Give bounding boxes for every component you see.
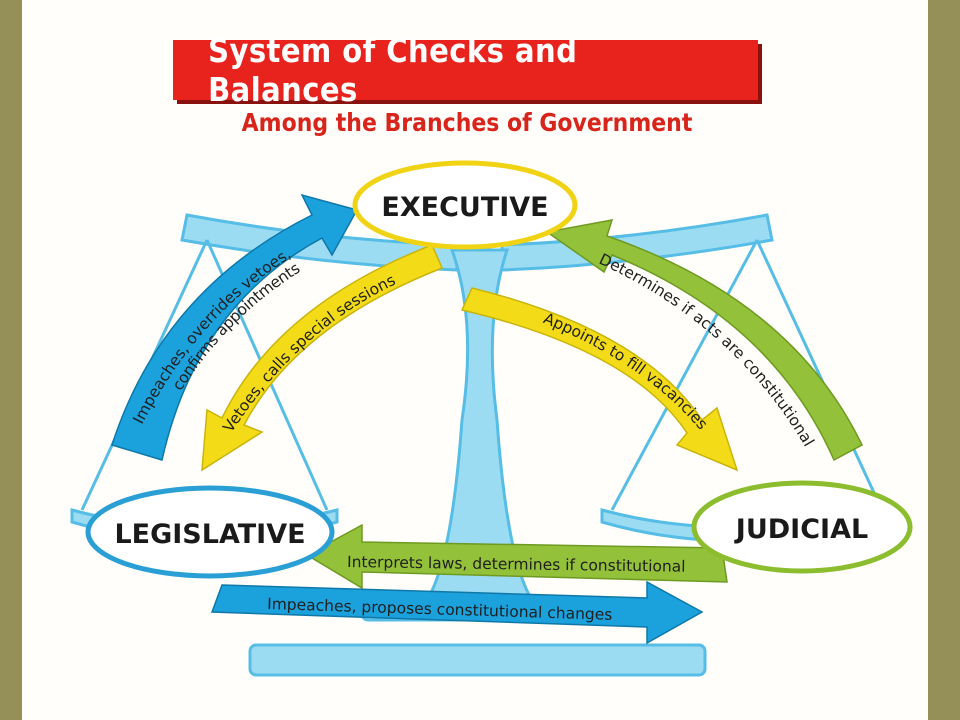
arrow-exec-to-leg [201,244,443,472]
node-executive: EXECUTIVE [352,160,578,250]
arrow-leg-to-exec [111,193,359,461]
node-legislative: LEGISLATIVE [85,485,335,579]
diagram-title: System of Checks and Balances [208,31,578,109]
legislative-label: LEGISLATIVE [114,519,305,550]
arrow-jud-to-exec [545,219,863,462]
diagram-canvas: System of Checks and Balances Among the … [22,0,928,720]
executive-label: EXECUTIVE [381,192,548,223]
judicial-label: JUDICIAL [734,514,868,545]
arrow-exec-to-jud [460,287,739,472]
arrow-jud-to-leg [305,523,728,590]
diagram-subtitle: Among the Branches of Government [241,108,693,137]
arrow-leg-to-jud [210,580,704,645]
label-jud-to-leg: Interprets laws, determines if constitut… [347,553,686,576]
title-banner: System of Checks and Balances [173,31,758,109]
scale-base [248,643,707,677]
node-judicial: JUDICIAL [691,480,913,574]
checks-balances-diagram: Impeaches, overrides vetoes, confirms ap… [70,160,913,677]
